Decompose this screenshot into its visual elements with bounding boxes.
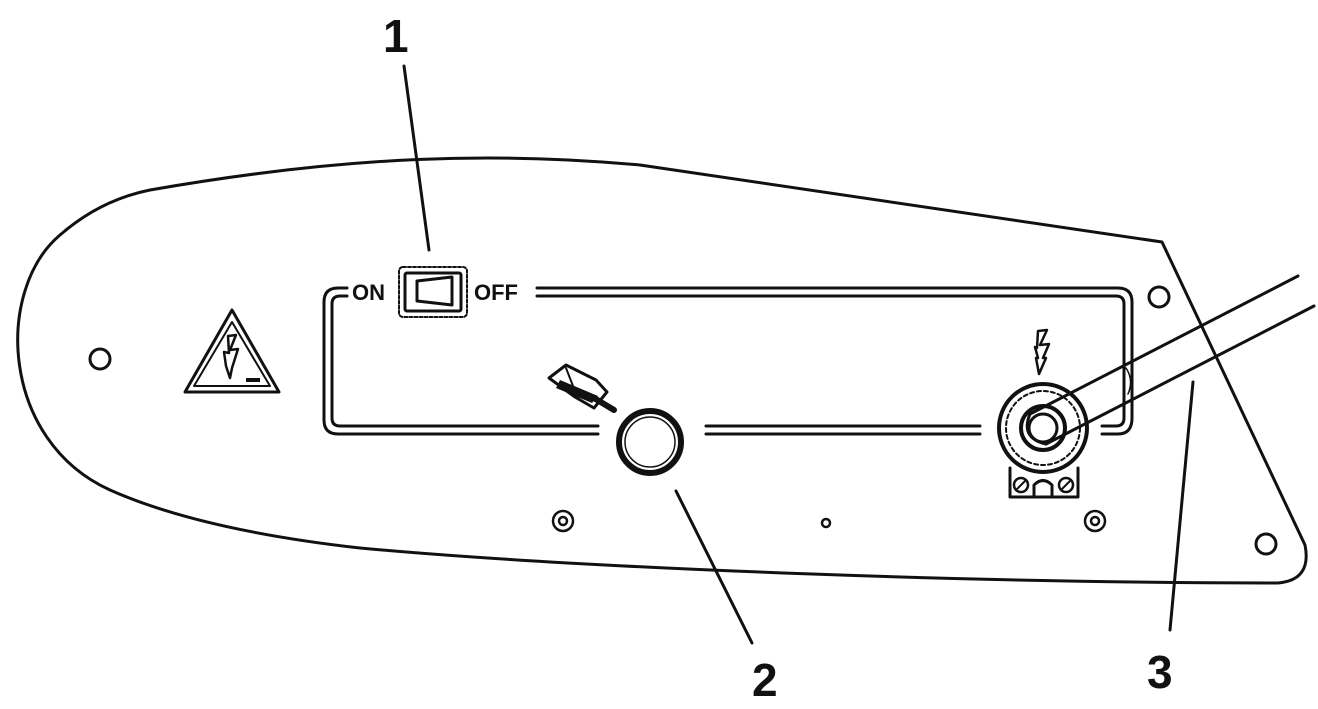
switch-on-label: ON — [352, 280, 385, 305]
socket-screw — [1012, 476, 1030, 494]
callout-number-2: 2 — [752, 654, 778, 706]
mounting-hole — [1254, 532, 1278, 556]
screw — [820, 517, 832, 529]
high-voltage-warning-icon — [183, 308, 281, 394]
electric-bolt-icon — [1033, 328, 1051, 376]
callout-number-1: 1 — [383, 10, 409, 62]
screw — [551, 509, 575, 533]
switch-off-label: OFF — [474, 280, 518, 305]
inner-frame — [322, 286, 1134, 436]
mounting-hole — [1147, 285, 1171, 309]
callout-number-3: 3 — [1147, 646, 1173, 698]
screw — [1083, 509, 1107, 533]
callout-leader-3 — [1168, 380, 1195, 632]
socket-screw — [1057, 476, 1075, 494]
callout-leader-2 — [674, 489, 754, 645]
push-button-hand-icon — [547, 363, 617, 413]
rocker-switch[interactable] — [398, 266, 468, 318]
mounting-hole — [88, 347, 112, 371]
cable — [1025, 274, 1316, 446]
power-socket[interactable] — [997, 382, 1089, 499]
panel-outline — [16, 156, 1308, 585]
callout-leader-1 — [402, 64, 431, 252]
push-button[interactable] — [616, 408, 684, 476]
